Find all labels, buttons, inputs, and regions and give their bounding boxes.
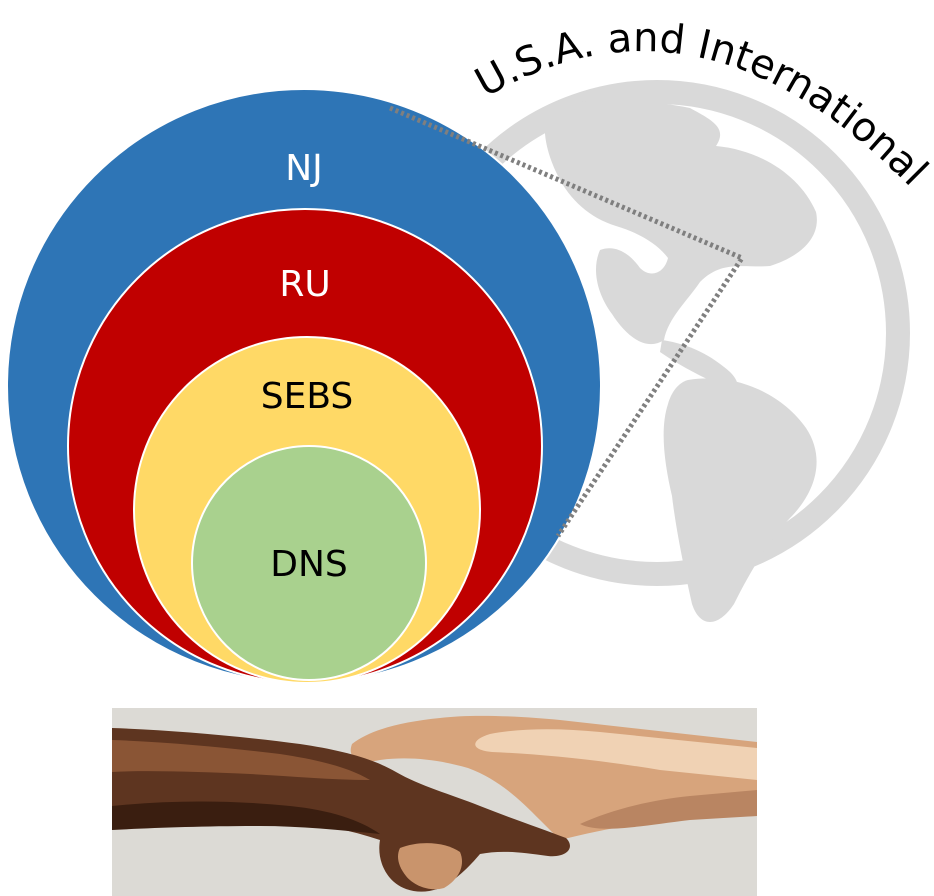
light-fingers bbox=[398, 843, 463, 890]
dark-arm-shadow bbox=[112, 801, 380, 834]
continent-central-america bbox=[660, 340, 738, 390]
ring-dns bbox=[191, 445, 427, 681]
handshake-image bbox=[112, 708, 757, 896]
ring-label-sebs: SEBS bbox=[261, 376, 354, 417]
nested-circles: NJ RU SEBS DNS bbox=[6, 88, 602, 684]
dark-arm-highlight bbox=[112, 740, 370, 780]
ring-label-ru: RU bbox=[279, 264, 330, 305]
light-arm-shadow bbox=[580, 790, 757, 829]
ring-label-nj: NJ bbox=[285, 148, 323, 189]
globe-icon bbox=[404, 80, 910, 622]
continent-north-america bbox=[544, 99, 817, 345]
dotted-connector bbox=[389, 105, 746, 538]
continent-south-america bbox=[663, 378, 817, 622]
light-arm-highlight bbox=[475, 729, 757, 780]
ring-label-dns: DNS bbox=[270, 544, 348, 585]
